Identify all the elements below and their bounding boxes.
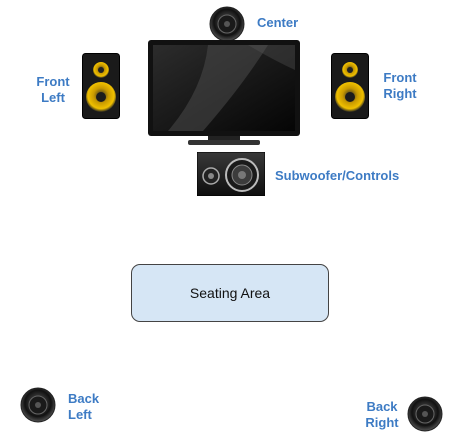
- back-right-label-line1: Back: [366, 399, 398, 414]
- subwoofer-icon: [197, 152, 265, 196]
- back-right-label: Back Right: [364, 399, 400, 431]
- seating-area: Seating Area: [131, 264, 329, 322]
- front-left-label-line1: Front: [36, 74, 70, 89]
- flat-screen-tv-icon: [148, 40, 300, 145]
- back-left-label: Back Left: [68, 391, 99, 423]
- front-left-label: Front Left: [33, 74, 73, 106]
- back-left-label-line2: Left: [68, 407, 92, 422]
- front-right-label-line1: Front: [383, 70, 417, 85]
- back-right-label-line2: Right: [365, 415, 399, 430]
- back-right-speaker-icon: [407, 396, 443, 432]
- front-left-speaker-icon: [82, 53, 120, 119]
- front-right-label: Front Right: [378, 70, 422, 102]
- front-right-speaker-icon: [331, 53, 369, 119]
- seating-area-label: Seating Area: [189, 285, 271, 301]
- center-label: Center: [257, 15, 299, 30]
- front-right-label-line2: Right: [383, 86, 417, 101]
- center-speaker-icon: [209, 6, 245, 42]
- back-left-label-line1: Back: [68, 391, 100, 406]
- subwoofer-label: Subwoofer/Controls: [275, 168, 400, 183]
- back-left-speaker-icon: [20, 387, 56, 423]
- front-left-label-line2: Left: [41, 90, 65, 105]
